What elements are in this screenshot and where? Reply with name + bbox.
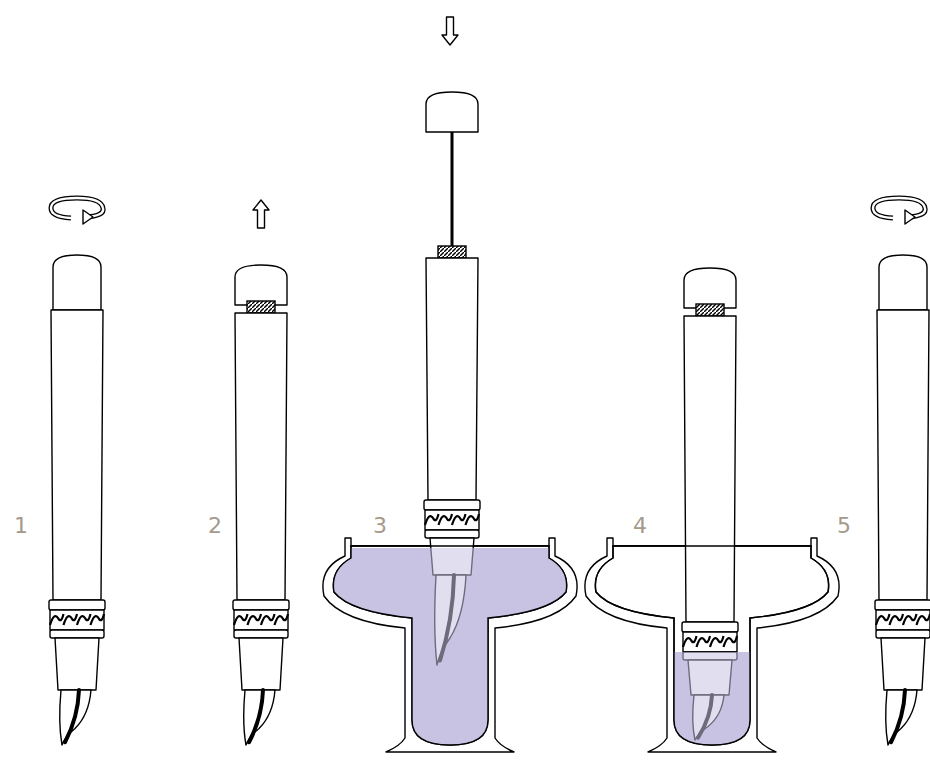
ink [582, 652, 842, 765]
pen-nib [886, 690, 917, 745]
step-number: 2 [208, 515, 222, 537]
band-ornament [50, 614, 104, 625]
piston-thread [438, 246, 466, 258]
hollow-arrow [253, 200, 269, 228]
pen-section [55, 638, 99, 690]
pen-ring [876, 630, 930, 638]
band-ornament [876, 614, 930, 625]
step-number: 1 [14, 515, 28, 537]
step-number: 4 [633, 515, 647, 537]
rotate-arrow [873, 198, 925, 218]
pen-ring [50, 630, 104, 638]
piston-knob [426, 92, 478, 132]
band-ornament [425, 514, 479, 525]
pen-band [876, 610, 930, 630]
pen-cap-end [53, 255, 101, 310]
pen-section [881, 638, 925, 690]
pen-barrel [426, 258, 478, 500]
pen-ring [875, 600, 930, 610]
pen-section [239, 638, 283, 690]
piston-rod [451, 132, 454, 246]
pen-ring [49, 600, 105, 610]
pen-feed [65, 690, 79, 742]
pen-band [50, 610, 104, 630]
pen-feed [891, 690, 905, 742]
pen-ring [234, 630, 288, 638]
ink-overlay [582, 652, 842, 765]
ink [320, 548, 580, 765]
pen-ring [682, 622, 738, 632]
rotate-arrow [51, 198, 103, 218]
pen-cap-end [879, 255, 927, 310]
pen-band [234, 610, 288, 630]
pen-ring [425, 530, 479, 538]
band-ornament [234, 614, 288, 625]
band-ornament [683, 636, 737, 647]
pen-band [425, 510, 479, 530]
pen-barrel [51, 310, 103, 600]
pen-nib [244, 690, 275, 745]
pen-nib [60, 690, 91, 745]
rotate-arrow-head [905, 210, 915, 224]
hollow-arrow [442, 17, 458, 45]
piston-thread [696, 304, 724, 316]
piston-thread [247, 301, 275, 313]
bottle-inner-wall [333, 546, 566, 745]
piston-knob [235, 265, 287, 305]
pen-barrel [684, 316, 736, 622]
pen-barrel [877, 310, 929, 600]
step-number: 5 [837, 515, 851, 537]
pen-band [683, 632, 737, 652]
bottle-inner-wall [595, 546, 828, 745]
pen-feed [249, 690, 263, 742]
rotate-arrow [873, 198, 925, 218]
rotate-arrow [51, 198, 103, 218]
pen-ring [424, 500, 480, 510]
ink-overlay [320, 548, 580, 765]
pen-ring [233, 600, 289, 610]
pen-barrel [235, 313, 287, 600]
step-number: 3 [373, 515, 387, 537]
piston-knob [684, 268, 736, 308]
rotate-arrow-head [83, 210, 93, 224]
